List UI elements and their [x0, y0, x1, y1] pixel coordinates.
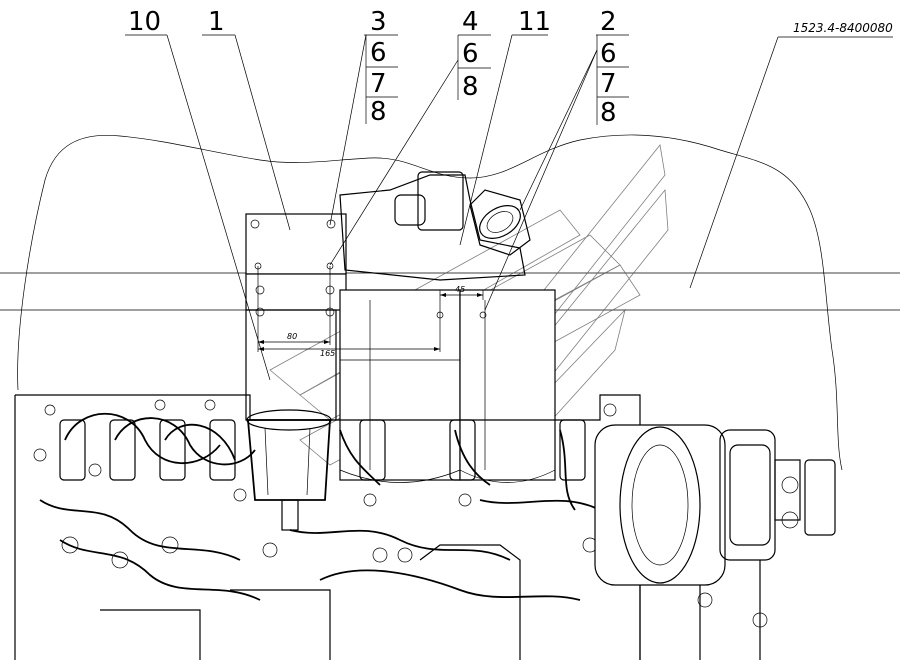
callout-1: 1 — [202, 7, 291, 231]
label-2-item-8: 8 — [600, 98, 617, 128]
dimension-lines: 45 80 165 — [254, 262, 487, 358]
callout-11: 11 — [459, 7, 551, 246]
label-3: 3 — [370, 7, 387, 37]
dimension-80: 80 — [287, 332, 297, 341]
label-2: 2 — [600, 7, 617, 37]
document-number-text: 1523.4-8400080 — [793, 21, 893, 35]
label-1: 1 — [208, 7, 225, 37]
dimension-45: 45 — [455, 285, 465, 294]
fuel-filter-left — [339, 289, 461, 483]
oil-filler-cup — [246, 409, 332, 531]
document-number: 1523.4-8400080 — [689, 21, 893, 289]
label-4-item-8: 8 — [462, 72, 479, 102]
label-3-item-8: 8 — [370, 97, 387, 127]
label-3-item-6: 6 — [370, 38, 387, 68]
label-3-item-7: 7 — [370, 69, 387, 99]
label-4: 4 — [462, 7, 479, 37]
engine-top-components — [339, 171, 531, 281]
fuel-filter-right — [459, 289, 556, 483]
label-10: 10 — [128, 7, 161, 37]
label-2-item-6: 6 — [600, 39, 617, 69]
callout-4: 4 6 8 — [329, 7, 491, 266]
label-11: 11 — [518, 7, 551, 37]
callout-3: 3 6 7 8 — [329, 7, 398, 226]
callout-10: 10 — [125, 7, 271, 381]
mounting-bracket — [245, 213, 347, 421]
label-2-item-7: 7 — [600, 69, 617, 99]
alternator — [594, 424, 836, 660]
callout-2: 2 6 7 8 — [484, 7, 629, 311]
label-4-item-6: 6 — [462, 39, 479, 69]
dimension-165: 165 — [320, 349, 335, 358]
section-outline — [17, 134, 843, 471]
engine-block — [14, 394, 641, 660]
